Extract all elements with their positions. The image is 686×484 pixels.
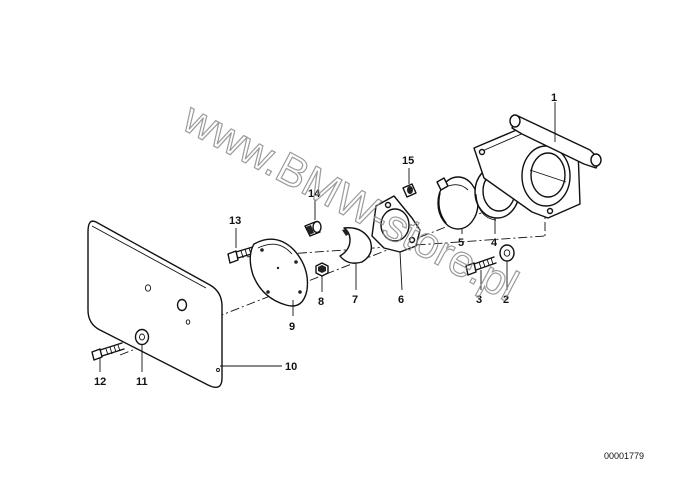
part-3-bolt xyxy=(465,256,497,276)
callout-12: 12 xyxy=(94,376,106,388)
part-2-washer xyxy=(499,244,515,262)
part-15-small-bushing xyxy=(402,183,417,198)
part-7-shield xyxy=(339,227,373,264)
part-6-gasket xyxy=(371,195,421,253)
callouts: 1 2 3 4 5 6 7 8 9 10 11 12 13 14 15 xyxy=(94,92,557,388)
callout-7: 7 xyxy=(352,294,358,306)
callout-2: 2 xyxy=(503,294,509,306)
part-11-washer xyxy=(134,328,150,346)
callout-3: 3 xyxy=(476,294,482,306)
callout-1: 1 xyxy=(551,92,557,104)
part-10-cover-plate xyxy=(87,220,223,388)
callout-11: 11 xyxy=(136,376,148,388)
diagram-number: 00001779 xyxy=(604,451,644,461)
part-5-cap xyxy=(436,176,479,230)
part-8-nut xyxy=(315,262,329,277)
part-14-bushing xyxy=(304,220,322,237)
leader-lines xyxy=(99,102,556,372)
part-1-housing xyxy=(473,114,602,219)
callout-8: 8 xyxy=(318,296,324,308)
callout-13: 13 xyxy=(229,215,241,227)
callout-10: 10 xyxy=(285,361,297,373)
part-12-bolt xyxy=(91,342,125,361)
callout-6: 6 xyxy=(398,294,404,306)
callout-14: 14 xyxy=(308,188,321,200)
callout-15: 15 xyxy=(402,155,414,167)
part-9-round-cover xyxy=(249,238,309,307)
callout-9: 9 xyxy=(289,321,295,333)
callout-4: 4 xyxy=(491,237,498,249)
callout-5: 5 xyxy=(458,237,464,249)
